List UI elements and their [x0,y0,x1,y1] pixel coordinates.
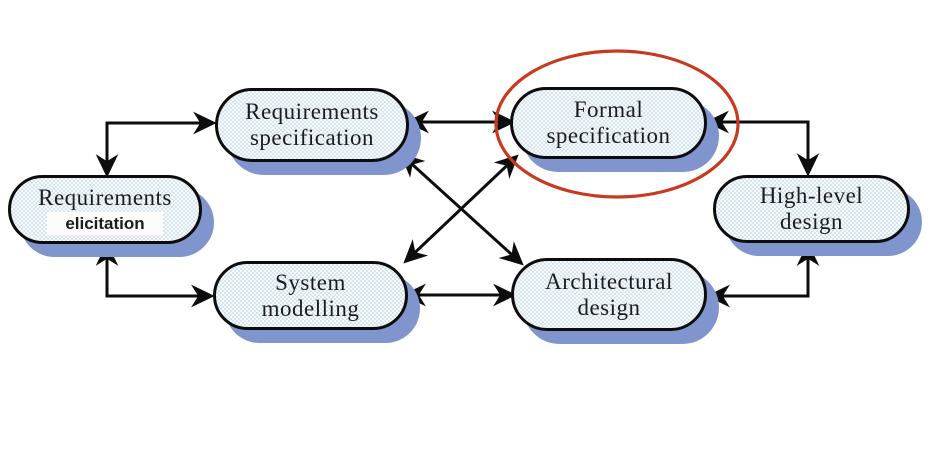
node-label-line: Requirements [245,99,379,124]
edge-elicitation-sysmodel [95,242,215,308]
edge-formalspec-highlevel [705,110,820,177]
node-high-level-design: High-level design [713,175,910,243]
node-formal-specification: Formal specification [510,87,707,159]
edge-elicitation-reqspec [95,111,217,178]
node-label-line: design [779,209,844,234]
node-label-line: specification [546,123,671,148]
node-label-line: Formal [573,97,644,122]
elicitation-patch-label: elicitation [47,211,163,235]
node-label-line: modelling [261,295,360,321]
node-system-modelling: System modelling [213,261,408,330]
node-label-line: Architectural [545,268,673,294]
node-requirements-elicitation: Requirements elicitation [8,175,202,244]
node-label-line: design [577,294,641,320]
node-label-line: Requirements [38,184,172,210]
edge-archdesign-highlevel [706,242,820,308]
node-architectural-design: Architectural design [511,258,707,331]
node-label-line: System [275,269,346,295]
node-label-line: High-level [759,183,864,208]
node-requirements-specification: Requirements specification [215,88,409,162]
node-label-line: specification [249,125,374,150]
